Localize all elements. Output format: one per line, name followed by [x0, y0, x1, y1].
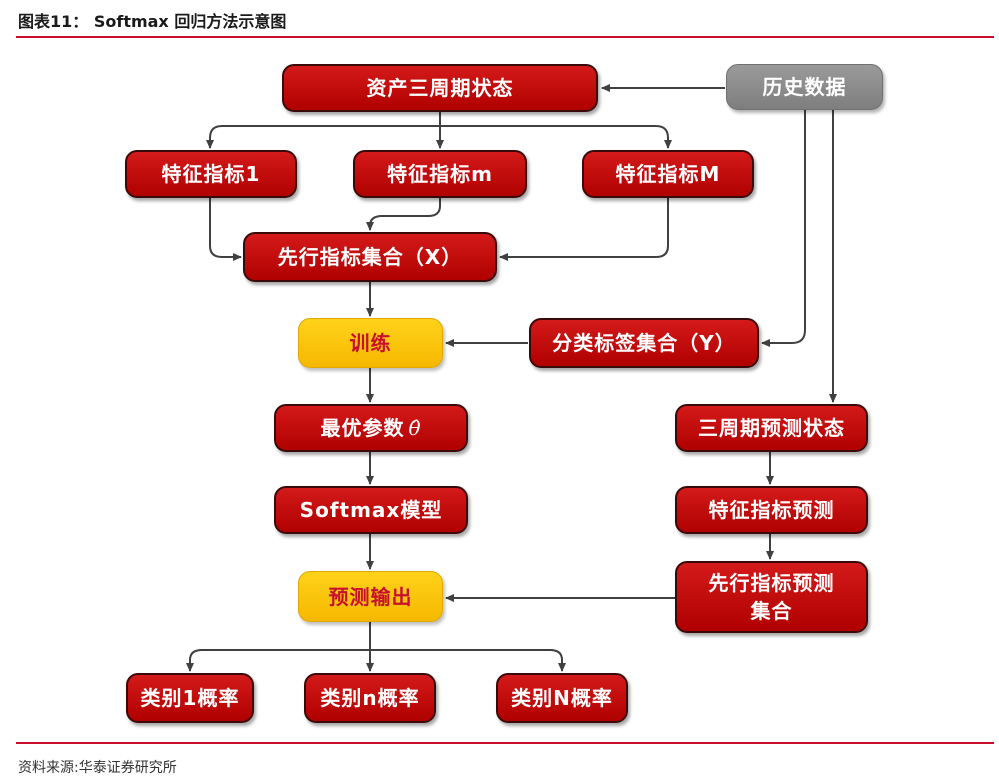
theta-hat-symbol: θ̂ [408, 416, 422, 440]
node-class-1-prob: 类别1概率 [126, 673, 254, 723]
arrow-feature-m-to-x [366, 198, 441, 231]
bottom-rule [16, 742, 994, 744]
node-feature-m: 特征指标m [353, 150, 527, 198]
node-predict-output: 预测输出 [298, 571, 443, 622]
arrow-asset-to-feature-1 [206, 125, 440, 149]
node-class-n-prob: 类别n概率 [304, 673, 436, 723]
optimal-param-label: 最优参数 [320, 416, 405, 440]
arrow-output-to-class-1 [186, 649, 370, 672]
arrow-history-to-y [761, 110, 806, 347]
node-history-data: 历史数据 [726, 64, 883, 110]
node-predict-state: 三周期预测状态 [675, 404, 868, 452]
node-softmax-model: Softmax模型 [274, 486, 468, 534]
node-feature-1: 特征指标1 [125, 150, 297, 198]
node-label-set-y: 分类标签集合（Y） [529, 318, 759, 368]
arrow-asset-to-feature-M [440, 125, 672, 149]
node-feature-predict: 特征指标预测 [675, 486, 868, 534]
source-note: 资料来源:华泰证券研究所 [18, 760, 177, 776]
node-train: 训练 [298, 318, 443, 368]
node-class-N-prob: 类别N概率 [496, 673, 628, 723]
top-rule [16, 36, 994, 38]
node-leading-set-x: 先行指标集合（X） [243, 232, 497, 282]
node-asset-state: 资产三周期状态 [282, 64, 598, 112]
figure-title: 图表11： Softmax 回归方法示意图 [18, 12, 287, 31]
arrow-feature-M-to-x [499, 198, 669, 261]
node-optimal-param: 最优参数 θ̂ [274, 404, 468, 452]
arrow-feature-1-to-x [209, 198, 242, 261]
arrow-output-to-class-N [370, 649, 566, 672]
node-feature-M: 特征指标M [582, 150, 754, 198]
node-leading-predict-set: 先行指标预测集合 [675, 561, 868, 633]
